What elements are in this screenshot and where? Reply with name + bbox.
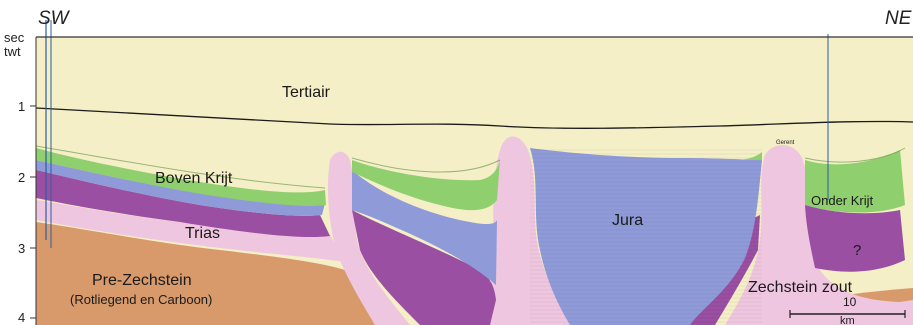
direction-ne: NE — [885, 8, 912, 29]
label-tertiair: Tertiair — [282, 84, 331, 101]
label-pre-zechstein: Pre-Zechstein — [92, 272, 192, 289]
label-pre-zechstein-sub: (Rotliegend en Carboon) — [70, 292, 212, 307]
axis-unit-top: sec — [4, 30, 25, 45]
axis-tick-3: 3 — [18, 241, 25, 256]
label-zechstein-zout: Zechstein zout — [748, 279, 853, 296]
label-trias: Trias — [185, 225, 220, 242]
scale-bar-value: 10 — [843, 295, 857, 309]
scale-bar-unit: km — [840, 315, 855, 325]
label-boven-krijt: Boven Krijt — [155, 170, 233, 187]
jura-reflectors — [530, 148, 762, 325]
axis-tick-2: 2 — [18, 170, 25, 185]
direction-sw: SW — [38, 8, 71, 29]
label-onder-krijt: Onder Krijt — [811, 193, 874, 208]
label-small: Gerent — [776, 140, 795, 146]
axis-tick-4: 4 — [18, 310, 25, 325]
axis-unit-bottom: twt — [4, 44, 21, 59]
label-question: ? — [853, 242, 861, 259]
axis-tick-1: 1 — [18, 99, 25, 114]
label-jura: Jura — [612, 212, 643, 229]
layer-trias-right — [805, 205, 905, 272]
